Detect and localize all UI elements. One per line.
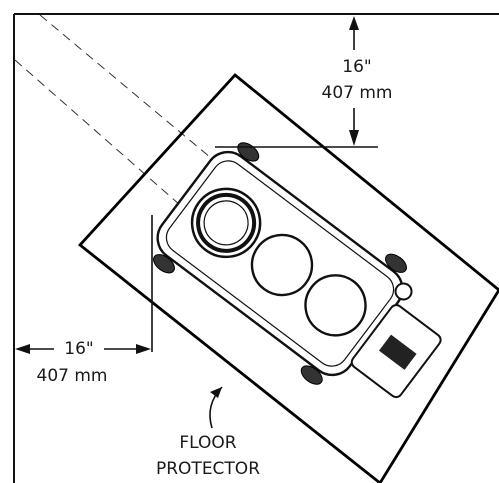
burner-opening [250,233,314,297]
top-clearance-dimension [215,16,378,148]
left-dimension-inches: 16" [64,339,93,359]
air-control-knob [394,282,413,301]
left-clearance-dimension [15,215,153,354]
leader-arrowhead [210,387,222,398]
left-dimension-mm: 407 mm [37,366,108,386]
burner-opening [304,274,367,337]
stove-body [153,142,442,399]
flue-dashed-lines [14,14,236,206]
flue-collar [190,187,262,259]
floor-protector-label-line2: PROTECTOR [156,459,260,479]
floor-protector-outline [77,73,499,483]
wall-corner [13,13,499,483]
top-dimension-mm: 407 mm [322,83,393,103]
floor-protector-label-line1: FLOOR [179,433,236,453]
top-dimension-inches: 16" [342,57,371,77]
